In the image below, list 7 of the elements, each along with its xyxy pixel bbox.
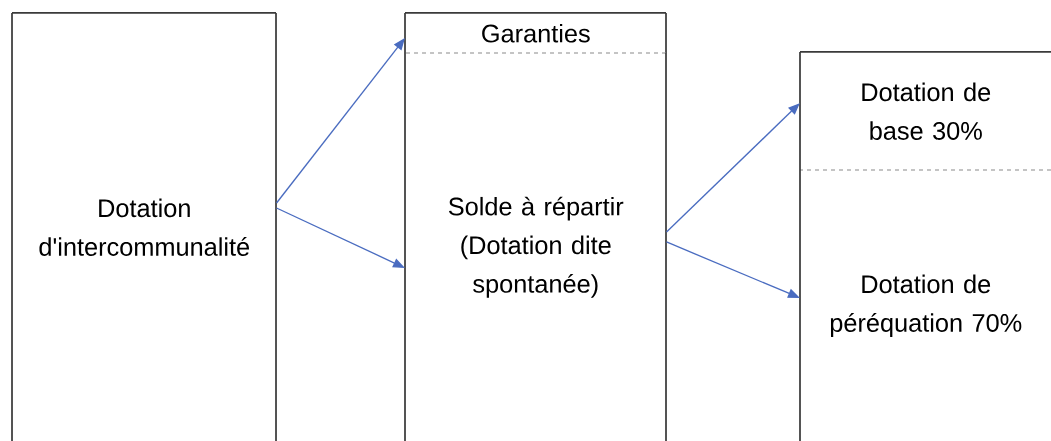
section-box: Solde à répartir (Dotation dite spontanée): [404, 52, 667, 441]
arrow: [275, 38, 405, 204]
section-box: Dotation de base 30%: [799, 51, 1051, 171]
section-box: Dotation de péréquation 70%: [799, 169, 1022, 441]
arrow: [665, 103, 800, 233]
section-box: Garanties: [404, 12, 667, 54]
column-box: Dotation d'intercommunalité: [11, 12, 277, 441]
